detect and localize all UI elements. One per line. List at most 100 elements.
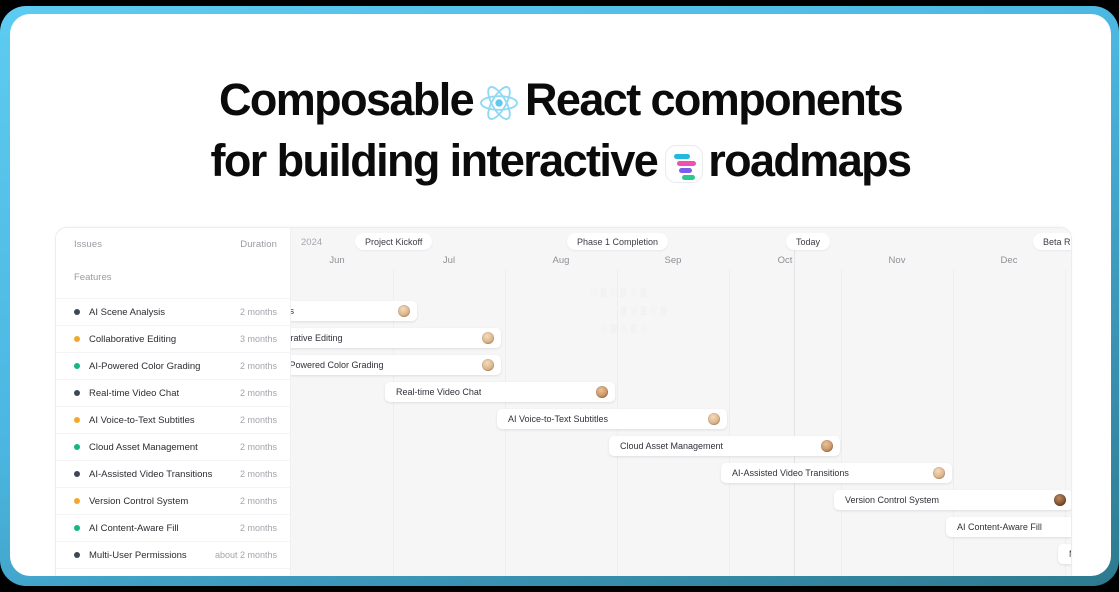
page-title: Composable React components for building…	[10, 72, 1111, 188]
issue-title: AI Content-Aware Fill	[89, 522, 179, 534]
issue-duration: 2 months	[239, 307, 277, 317]
headline-text-composable: Composable	[218, 74, 475, 125]
column-header-duration: Duration	[240, 238, 277, 250]
timeline-milestone[interactable]: Today	[786, 233, 831, 250]
timeline-bar[interactable]: Multi-User Permissions	[1058, 544, 1071, 564]
timeline-bar-label: AI Voice-to-Text Subtitles	[508, 414, 609, 424]
timeline-year-label: 2024	[301, 237, 323, 248]
issue-group-label[interactable]: Features	[74, 272, 112, 283]
timeline-bar-label: Real-time Video Chat	[396, 387, 482, 397]
background-texture: ░ ▒ ░ ▒ ░ ▒	[591, 288, 648, 297]
issue-row[interactable]: AI Scene Analysis 2 months	[56, 298, 291, 325]
status-dot	[74, 498, 80, 504]
status-dot	[74, 390, 80, 396]
timeline-bar[interactable]: Cloud Asset Management	[609, 436, 840, 456]
timeline-bar[interactable]: Real-time Video Chat	[385, 382, 615, 402]
background-texture: ░ ▒ ░ ▒ ░	[601, 324, 648, 333]
status-dot	[74, 552, 80, 558]
timeline-bar[interactable]: AI Scene Analysis	[291, 301, 417, 321]
timeline-bar[interactable]: Collaborative Editing	[291, 328, 501, 348]
timeline-bar-label: AI Scene Analysis	[291, 306, 294, 316]
timeline-bar-label: AI Content-Aware Fill	[957, 522, 1042, 532]
timeline-milestone[interactable]: Phase 1 Completion	[567, 233, 669, 250]
status-dot	[74, 336, 80, 342]
react-logo-icon	[479, 78, 519, 133]
issue-title: AI Voice-to-Text Subtitles	[89, 414, 195, 426]
assignee-avatar[interactable]	[482, 359, 494, 371]
timeline-month-label: Nov	[888, 255, 906, 266]
issue-duration: 2 months	[239, 388, 277, 398]
browser-frame: Composable React components for building…	[0, 6, 1119, 586]
timeline-gridline	[1065, 270, 1066, 576]
assignee-avatar[interactable]	[708, 413, 720, 425]
timeline-bar[interactable]: Version Control System	[834, 490, 1071, 510]
headline-line-1: Composable React components	[10, 72, 1111, 133]
issue-duration: about 2 months	[214, 550, 277, 560]
issue-duration: 2 months	[239, 496, 277, 506]
status-dot	[74, 417, 80, 423]
issue-title: Cloud Asset Management	[89, 441, 198, 453]
issue-row[interactable]: AI-Assisted Video Transitions 2 months	[56, 460, 291, 487]
timeline-bar-label: Version Control System	[845, 495, 940, 505]
assignee-avatar[interactable]	[596, 386, 608, 398]
timeline-gridline	[729, 270, 730, 576]
issue-row[interactable]: Real-time Video Chat 2 months	[56, 379, 291, 406]
issue-title: Multi-User Permissions	[89, 549, 187, 561]
status-dot	[74, 444, 80, 450]
background-texture: ▒ ░ ▒ ░ ▒	[621, 306, 668, 315]
page-surface: Composable React components for building…	[10, 14, 1111, 576]
issue-duration: 2 months	[239, 469, 277, 479]
issue-row[interactable]: Multi-User Permissions about 2 months	[56, 541, 291, 568]
status-dot	[74, 471, 80, 477]
assignee-avatar[interactable]	[482, 332, 494, 344]
timeline-month-label: Aug	[552, 255, 570, 266]
timeline-month-label: Jun	[329, 255, 345, 266]
issue-row[interactable]: AI-Powered Audio Enhanc...about 2 months	[56, 568, 291, 576]
issue-title: AI-Assisted Video Transitions	[89, 468, 213, 480]
issue-duration: 2 months	[239, 415, 277, 425]
issue-row[interactable]: Version Control System 2 months	[56, 487, 291, 514]
issue-duration: 2 months	[239, 523, 277, 533]
headline-line-2: for building interactive roadmaps	[10, 133, 1111, 188]
column-header-issues: Issues	[74, 238, 103, 250]
issue-row[interactable]: AI-Powered Color Grading 2 months	[56, 352, 291, 379]
issue-list-pane: Issues Duration Features AI Scene Analys…	[56, 228, 291, 576]
issue-title: Version Control System	[89, 495, 189, 507]
status-dot	[74, 363, 80, 369]
timeline-milestone[interactable]: Beta R	[1033, 233, 1071, 250]
timeline-bar-label: I-Powered Color Grading	[291, 360, 384, 370]
headline-text-react-components: React components	[525, 74, 904, 125]
assignee-avatar[interactable]	[1054, 494, 1066, 506]
headline-text-roadmaps: roadmaps	[708, 135, 912, 186]
timeline-bar[interactable]: AI Content-Aware Fill	[946, 517, 1071, 537]
timeline-bar-label: Multi-User Permissions	[1069, 549, 1071, 559]
timeline-milestone[interactable]: Project Kickoff	[355, 233, 433, 250]
timeline-bar-label: Collaborative Editing	[291, 333, 343, 343]
timeline-gridline	[393, 270, 394, 576]
issue-row[interactable]: AI Content-Aware Fill 2 months	[56, 514, 291, 541]
timeline-bar[interactable]: I-Powered Color Grading	[291, 355, 501, 375]
timeline-bar[interactable]: AI Voice-to-Text Subtitles	[497, 409, 727, 429]
timeline-gridline	[953, 270, 954, 576]
timeline-bar-label: AI-Assisted Video Transitions	[732, 468, 849, 478]
assignee-avatar[interactable]	[933, 467, 945, 479]
assignee-avatar[interactable]	[821, 440, 833, 452]
timeline-bar-label: Cloud Asset Management	[620, 441, 724, 451]
timeline-bar[interactable]: AI-Assisted Video Transitions	[721, 463, 952, 483]
issue-duration: 3 months	[239, 334, 277, 344]
issue-row[interactable]: AI Voice-to-Text Subtitles 2 months	[56, 406, 291, 433]
issue-title: Real-time Video Chat	[89, 387, 180, 399]
timeline-month-label: Dec	[1000, 255, 1018, 266]
timeline-gridline	[841, 270, 842, 576]
issue-title: AI-Powered Color Grading	[89, 360, 201, 372]
assignee-avatar[interactable]	[398, 305, 410, 317]
issue-list-header: Issues Duration	[56, 228, 291, 260]
status-dot	[74, 525, 80, 531]
roadmap-widget[interactable]: Issues Duration Features AI Scene Analys…	[55, 227, 1072, 576]
issue-duration: 2 months	[239, 361, 277, 371]
status-dot	[74, 309, 80, 315]
issue-title: AI Scene Analysis	[89, 306, 166, 318]
